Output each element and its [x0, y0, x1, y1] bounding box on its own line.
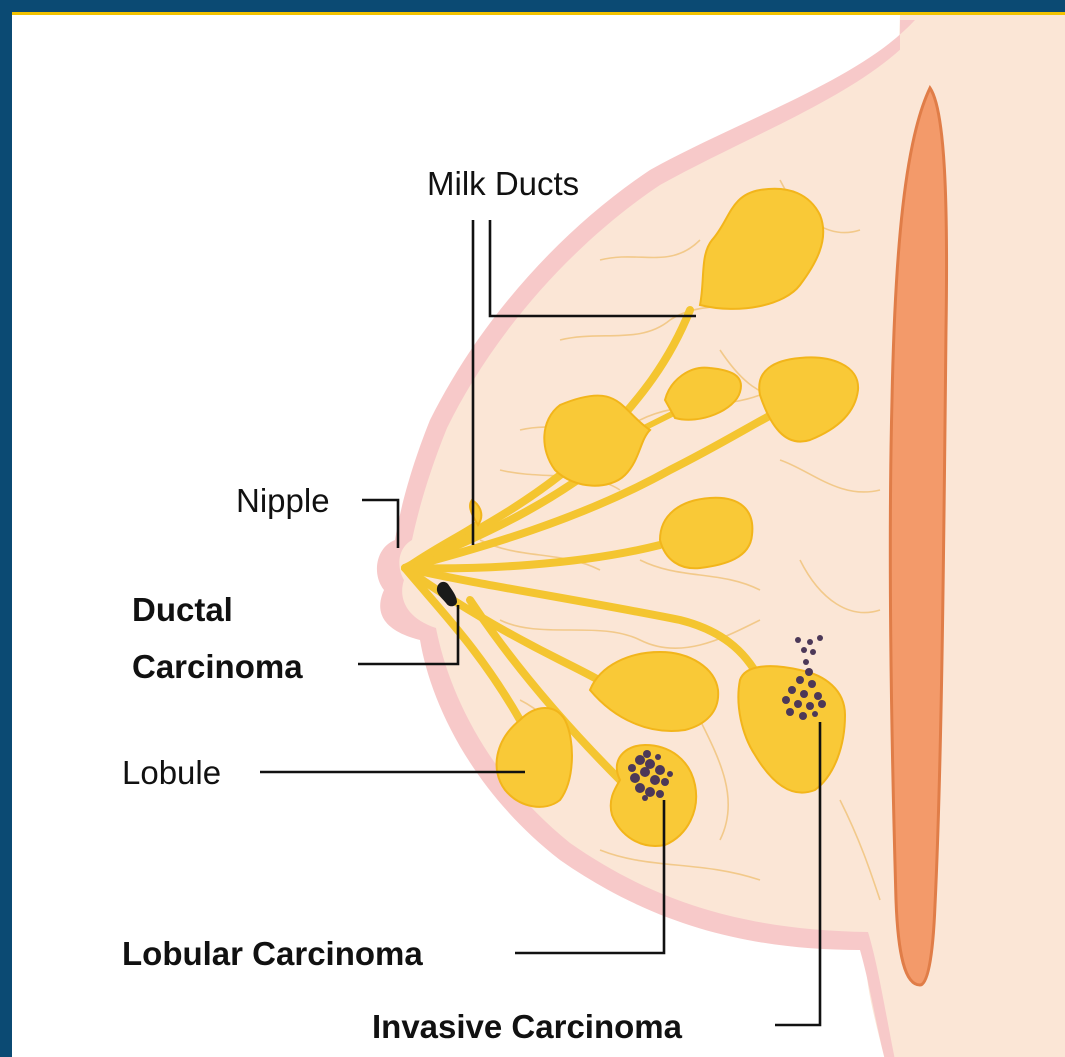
- lobular-carcinoma-label: Lobular Carcinoma: [122, 937, 423, 970]
- milk-ducts-label: Milk Ducts: [427, 167, 579, 200]
- lobule-label: Lobule: [122, 756, 221, 789]
- nipple-leader: [362, 500, 398, 548]
- nipple-label: Nipple: [236, 484, 330, 517]
- ductal-carcinoma-label-line1: Ductal: [132, 593, 233, 626]
- ductal-carcinoma-label-line2: Carcinoma: [132, 650, 303, 683]
- diagram-canvas: Milk Ducts Nipple Ductal Carcinoma Lobul…: [12, 12, 1065, 1057]
- invasive-carcinoma-label: Invasive Carcinoma: [372, 1010, 682, 1043]
